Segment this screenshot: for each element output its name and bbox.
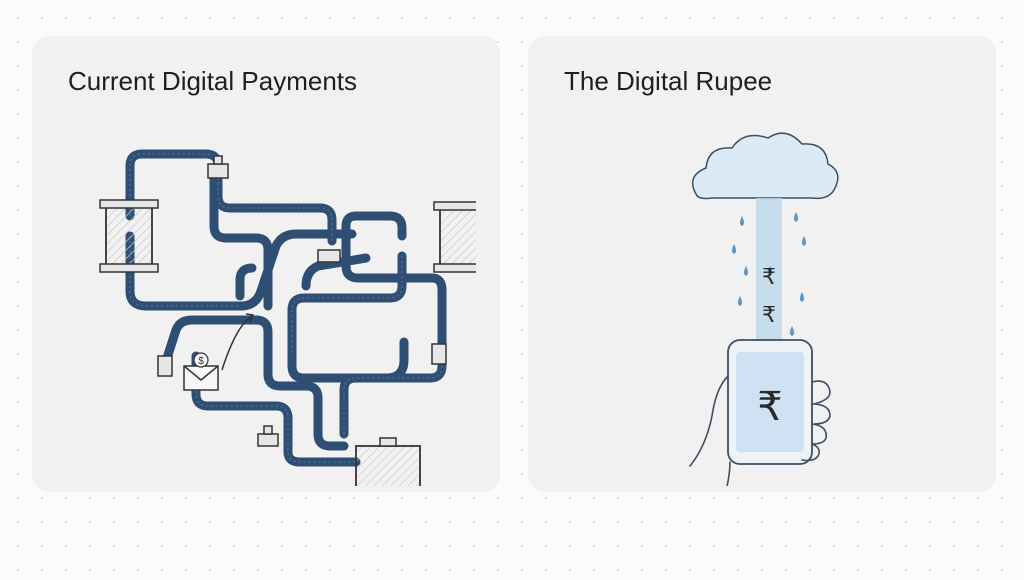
pipe-network <box>125 149 447 467</box>
valve-top-icon <box>207 155 229 179</box>
tank-right-icon <box>433 201 476 273</box>
valve-left-icon <box>157 355 173 377</box>
tank-left-icon <box>99 199 159 273</box>
rupee-symbol-upper: ₹ <box>762 264 776 289</box>
card-title: The Digital Rupee <box>564 66 773 96</box>
tank-bottom-icon <box>355 437 421 486</box>
digital-rupee-card: The Digital Rupee ₹ ₹ ₹ <box>528 36 996 492</box>
transfer-arrow <box>221 313 255 371</box>
rupee-symbol-phone: ₹ <box>757 385 782 429</box>
valve-middle-icon <box>317 249 341 263</box>
valve-bottom-icon <box>257 425 279 447</box>
coin-symbol: $ <box>198 356 204 367</box>
pipe-hatching <box>129 153 443 463</box>
current-digital-payments-card: Current Digital Payments <box>32 36 500 492</box>
card-title: Current Digital Payments <box>68 66 357 96</box>
envelope-icon: $ <box>183 352 219 391</box>
rupee-symbol-middle: ₹ <box>762 302 776 327</box>
hand-icon <box>689 375 831 486</box>
valve-right-icon <box>431 343 447 365</box>
rupee-cloud-phone-illustration: ₹ ₹ ₹ <box>689 132 839 486</box>
cloud-icon <box>691 132 839 200</box>
tangled-pipes-illustration: $ <box>99 149 476 486</box>
smartphone-icon <box>727 339 813 465</box>
